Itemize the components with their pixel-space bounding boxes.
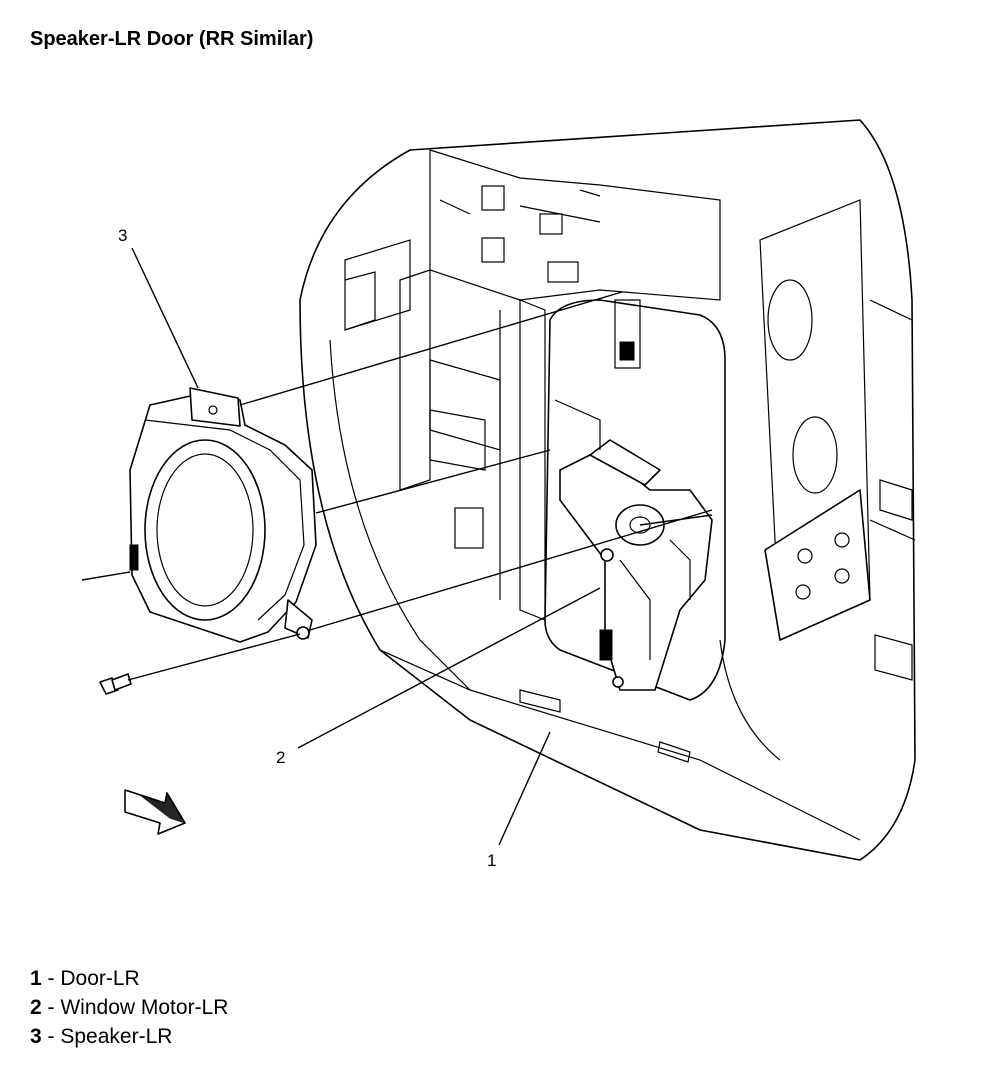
legend-item-1: 1 - Door-LR xyxy=(30,964,228,993)
forward-arrow-icon xyxy=(124,789,187,835)
legend-number: 1 xyxy=(30,967,42,990)
legend-number: 3 xyxy=(30,1025,42,1048)
door-speaker-illustration: 3 2 1 xyxy=(81,119,916,870)
legend-number: 2 xyxy=(30,996,42,1019)
legend-item-3: 3 - Speaker-LR xyxy=(30,1022,228,1051)
callout-3-label: 3 xyxy=(118,226,127,245)
callout-leaders xyxy=(131,247,601,846)
diagram-title: Speaker-LR Door (RR Similar) xyxy=(30,28,314,50)
callout-legend: 1 - Door-LR 2 - Window Motor-LR 3 - Spea… xyxy=(30,964,228,1051)
legend-text: Window Motor-LR xyxy=(60,996,229,1019)
legend-separator: - xyxy=(41,967,61,990)
legend-separator: - xyxy=(41,1025,61,1048)
callout-1-label: 1 xyxy=(487,851,496,870)
speaker-mounting-lines xyxy=(127,291,713,681)
speaker-lr xyxy=(129,387,317,643)
legend-separator: - xyxy=(41,996,61,1019)
callout-2-label: 2 xyxy=(276,748,285,767)
legend-text: Door-LR xyxy=(60,967,140,990)
speaker-bolt xyxy=(99,673,132,695)
legend-item-2: 2 - Window Motor-LR xyxy=(30,993,228,1022)
legend-text: Speaker-LR xyxy=(60,1025,173,1048)
